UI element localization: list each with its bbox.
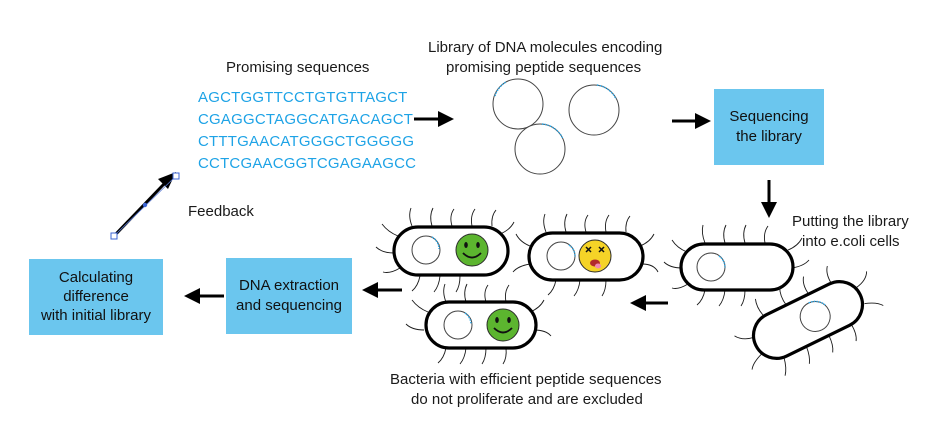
calculating-box-line1: Calculating [59, 269, 133, 286]
bacterium-icon [405, 283, 552, 365]
arrow-to-library [414, 111, 454, 127]
bacteria-label-line1: Bacteria with efficient peptide sequence… [390, 371, 662, 388]
plasmid-icon [492, 78, 544, 130]
plasmid-icon [514, 123, 566, 175]
extraction-box: DNA extraction and sequencing [226, 258, 352, 334]
sequence-line: AGCTGGTTCCTGTGTTAGCT [198, 89, 408, 106]
sequence-line: CGAGGCTAGGCATGACAGCT [198, 111, 413, 128]
sequence-line: CCTCGAACGGTCGAGAAGCC [198, 155, 416, 172]
calculating-box-line3: with initial library [40, 307, 152, 324]
sequencing-box: Sequencing the library [714, 89, 824, 165]
arrow-left-to-cells [630, 295, 668, 311]
calculating-box-line2: difference [63, 288, 129, 305]
sequencing-box-line1: Sequencing [729, 108, 808, 125]
arrow-down-to-cells [761, 180, 777, 218]
putting-label-line2: into e.coli cells [802, 233, 900, 250]
sequencing-box-line2: the library [736, 128, 802, 145]
calculating-box: Calculating difference with initial libr… [29, 259, 163, 335]
library-label-line2: promising peptide sequences [446, 59, 641, 76]
library-label-line1: Library of DNA molecules encoding [428, 39, 662, 56]
sequence-list: AGCTGGTTCCTGTGTTAGCT CGAGGCTAGGCATGACAGC… [198, 89, 416, 172]
bacterium-icon [663, 224, 810, 307]
bacterium-icon [734, 265, 884, 376]
extraction-box-line1: DNA extraction [239, 277, 339, 294]
sequence-line: CTTTGAACATGGGCTGGGGG [198, 133, 414, 150]
plasmid-icon [568, 84, 620, 136]
smiley-icon [486, 308, 520, 342]
feedback-arrow [110, 172, 180, 240]
putting-label-line1: Putting the library [792, 213, 909, 230]
arrow-to-extraction [362, 282, 402, 298]
feedback-label: Feedback [188, 203, 254, 220]
smiley-icon [455, 233, 489, 267]
promising-sequences-label: Promising sequences [226, 59, 369, 76]
arrow-to-sequencing [672, 113, 711, 129]
bacteria-label-line2: do not proliferate and are excluded [411, 391, 643, 408]
bacterium-icon [512, 213, 659, 297]
bacterium-icon [375, 207, 515, 293]
extraction-box-line2: and sequencing [236, 297, 342, 314]
sick-face-icon [578, 239, 612, 273]
arrow-to-calculating [184, 288, 224, 304]
